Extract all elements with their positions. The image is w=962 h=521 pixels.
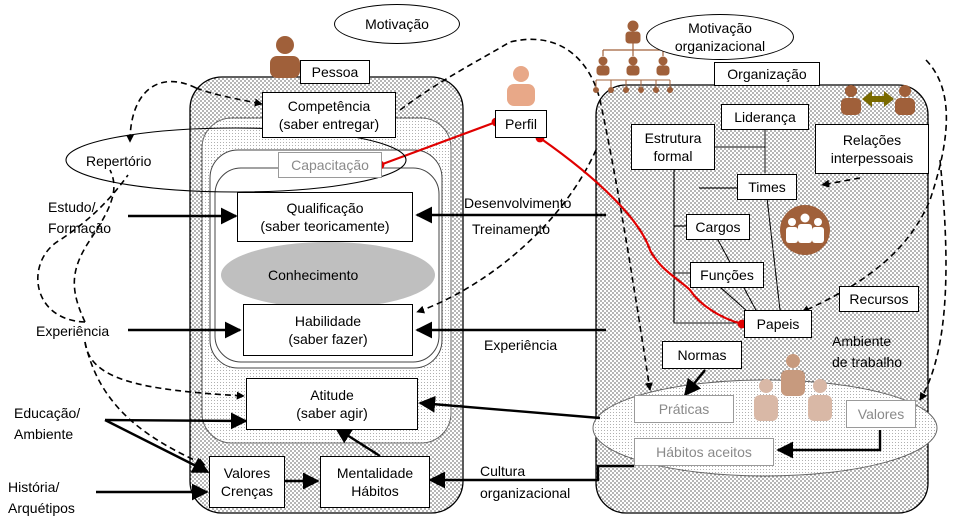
- solid-arrows: [96, 206, 882, 501]
- habilidade-label-1: Habilidade: [294, 313, 362, 329]
- qualificacao-label-2: (saber teoricamente): [260, 218, 390, 234]
- papeis-box: Papeis: [744, 310, 812, 338]
- motivacao-label: Motivação: [365, 16, 429, 32]
- historia-label-1: História/: [8, 479, 60, 495]
- normas-box: Normas: [662, 341, 742, 369]
- recursos-label: Recursos: [849, 291, 909, 307]
- perfil-link: [375, 117, 747, 329]
- qualificacao-label-1: Qualificação: [286, 200, 364, 216]
- lideranca-box: Liderança: [721, 104, 809, 130]
- repertorio-label: Repertório: [86, 153, 152, 169]
- competencia-box: Competência (saber entregar): [262, 92, 396, 138]
- pessoa-title: Pessoa: [300, 60, 370, 84]
- atitude-box: Atitude (saber agir): [246, 378, 418, 430]
- competencia-label-2: (saber entregar): [278, 116, 380, 132]
- motivacao-org-bubble: Motivação organizacional: [646, 14, 794, 60]
- ambiente-label-2: de trabalho: [832, 354, 903, 370]
- relations-icon: [841, 85, 915, 115]
- estrutura-label-2: formal: [653, 148, 693, 164]
- funcoes-label: Funções: [700, 267, 754, 283]
- conhecimento-blob: [221, 242, 435, 308]
- normas-label: Normas: [677, 347, 727, 363]
- estrutura-label-1: Estrutura: [644, 130, 702, 146]
- funcoes-box: Funções: [690, 262, 764, 288]
- papeis-label: Papeis: [756, 316, 800, 332]
- experiencia-middle-label: Experiência: [484, 337, 558, 353]
- team-icon: [780, 205, 830, 255]
- pessoa-title-label: Pessoa: [311, 64, 359, 80]
- mentalidade-label-2: Hábitos: [351, 483, 399, 499]
- relacoes-label-1: Relações: [842, 132, 902, 148]
- historia-label-2: Arquétipos: [8, 500, 75, 516]
- estudo-label-2: Formação: [48, 220, 112, 236]
- cargos-label: Cargos: [695, 219, 741, 235]
- culture-people-icon: [754, 354, 832, 421]
- cargos-box: Cargos: [686, 214, 750, 240]
- treinamento-label: Treinamento: [472, 221, 551, 237]
- times-label: Times: [748, 179, 786, 195]
- valores-label-1: Valores: [223, 465, 271, 481]
- atitude-label-2: (saber agir): [296, 405, 368, 421]
- organizacao-title: Organização: [714, 62, 820, 86]
- valores-org-box: Valores: [846, 400, 916, 428]
- habitos-aceitos-box: Hábitos aceitos: [634, 438, 774, 466]
- competencia-label-1: Competência: [287, 98, 371, 114]
- relacoes-box: Relações interpessoais: [815, 124, 929, 174]
- praticas-label: Práticas: [658, 401, 710, 417]
- desenvolvimento-label: Desenvolvimento: [464, 195, 572, 211]
- educacao-label-2: Ambiente: [14, 426, 74, 442]
- habilidade-label-2: (saber fazer): [288, 331, 368, 347]
- perfil-box: Perfil: [495, 110, 547, 138]
- motivacao-org-label-2: organizacional: [674, 38, 766, 54]
- mentalidade-label-1: Mentalidade: [336, 465, 414, 481]
- motivacao-bubble: Motivação: [334, 4, 460, 44]
- experiencia-left-label: Experiência: [36, 323, 110, 339]
- estudo-label-1: Estudo/: [48, 199, 96, 215]
- repertorio-ellipse: [65, 127, 407, 193]
- valores-label-2: Crenças: [220, 483, 274, 499]
- organizacao-title-label: Organização: [727, 66, 807, 82]
- educacao-label-1: Educação/: [14, 405, 81, 421]
- estrutura-formal-box: Estrutura formal: [631, 124, 715, 170]
- motivacao-org-label-1: Motivação: [688, 20, 752, 36]
- cultura-label-2: organizacional: [480, 485, 571, 501]
- capacitacao-label: Capacitação: [291, 157, 369, 173]
- org-hierarchy-icon: [593, 20, 673, 93]
- ambiente-label-1: Ambiente: [832, 333, 892, 349]
- mentalidade-box: Mentalidade Hábitos: [320, 456, 430, 508]
- relacoes-label-2: interpessoais: [830, 150, 914, 166]
- habilidade-box: Habilidade (saber fazer): [243, 304, 413, 356]
- qualificacao-box: Qualificação (saber teoricamente): [237, 192, 413, 242]
- atitude-label-1: Atitude: [310, 387, 354, 403]
- person-icon: [270, 36, 300, 78]
- valores-org-label: Valores: [857, 406, 905, 422]
- capacitacao-box: Capacitação: [278, 152, 382, 178]
- cultura-label-1: Cultura: [480, 463, 526, 479]
- times-box: Times: [737, 174, 797, 200]
- habitos-label: Hábitos aceitos: [656, 444, 752, 460]
- perfil-label: Perfil: [505, 116, 537, 132]
- praticas-box: Práticas: [634, 395, 734, 423]
- lideranca-label: Liderança: [734, 109, 796, 125]
- valores-crencas-box: Valores Crenças: [209, 456, 285, 508]
- perfil-person-icon: [507, 66, 535, 106]
- conhecimento-label: Conhecimento: [268, 267, 359, 283]
- recursos-box: Recursos: [839, 286, 919, 312]
